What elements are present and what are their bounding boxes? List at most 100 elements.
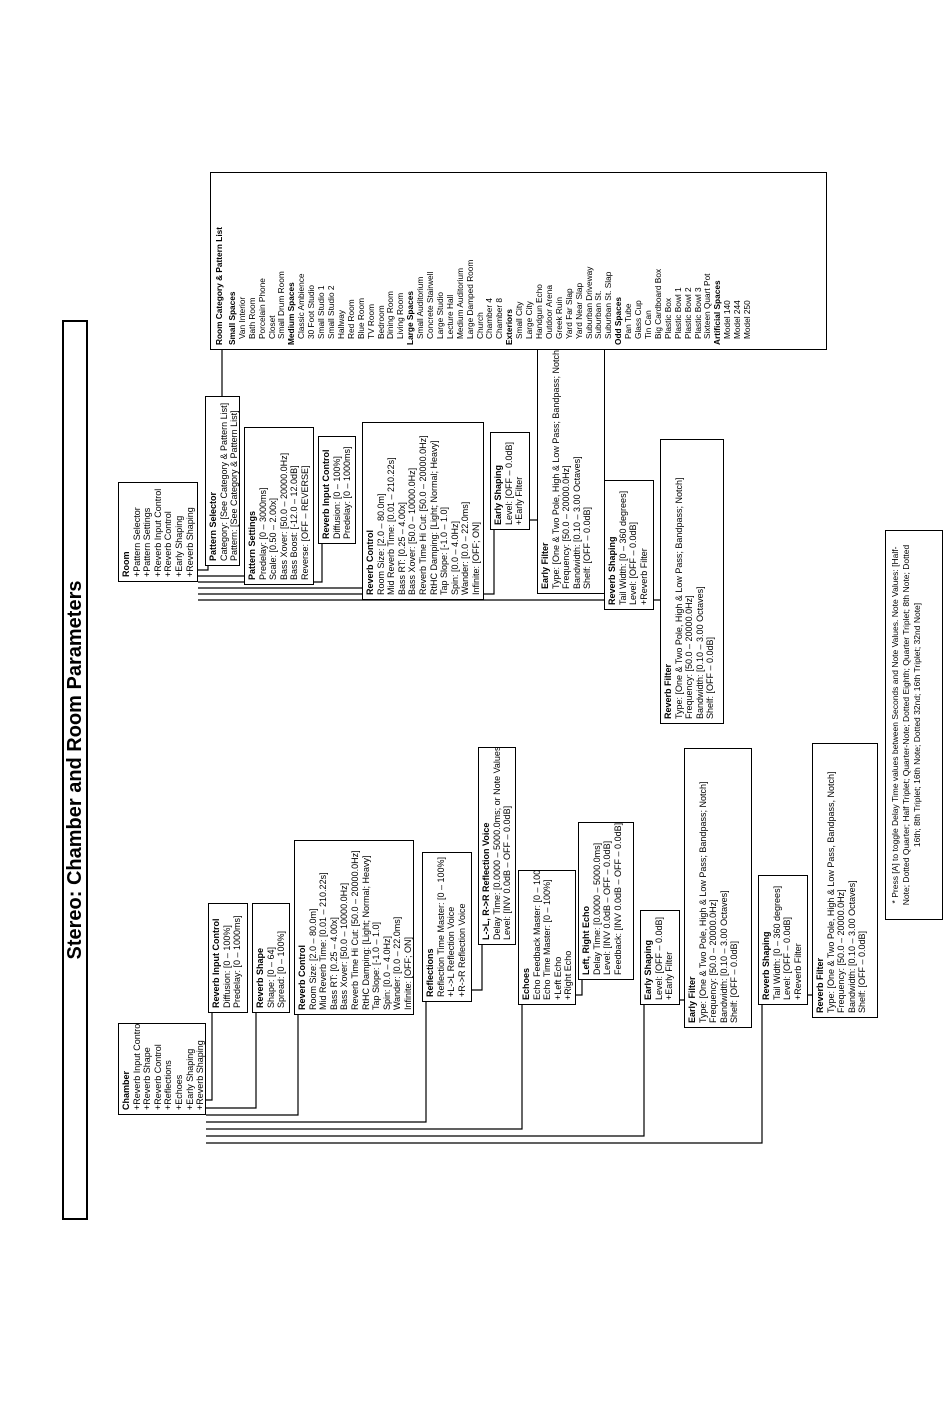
parameter-line: RtHC Damping: [Light; Normal; Heavy] bbox=[360, 855, 371, 1010]
connector-line bbox=[198, 544, 323, 583]
parameter-line: Shelf: [OFF – 0.0dB] bbox=[857, 930, 868, 1013]
parameter-line: Category: [See Category & Pattern List] bbox=[218, 402, 229, 561]
parameter-line: +Reflections bbox=[163, 1060, 174, 1110]
parameter-line: +Reverb Input Control bbox=[131, 1023, 142, 1110]
parameter-line: +Reverb Shape bbox=[142, 1047, 153, 1110]
parameter-line: Bass Xover: [50.0 – 20000.0Hz] bbox=[278, 452, 289, 580]
box-heading: Reverb Input Control bbox=[321, 449, 331, 540]
parameter-line: Bandwidth: [0.10 – 3.00 Octaves] bbox=[718, 890, 729, 1023]
parameter-line: Bass Boost: [-12.0 – 12.0dB] bbox=[289, 465, 300, 580]
parameter-line: Level: [OFF – 0.0dB] bbox=[503, 441, 514, 525]
page-title: Stereo: Chamber and Room Parameters bbox=[62, 320, 88, 1220]
box-heading: Echoes bbox=[521, 967, 531, 1000]
parameter-line: Bandwidth: [0.10 – 3.00 Octaves] bbox=[571, 456, 582, 589]
parameter-line: Level: [OFF – 0.0dB] bbox=[653, 916, 664, 1000]
box-heading: Reverb Control bbox=[365, 529, 375, 595]
pattern-item: Plastic Bowl 2 bbox=[682, 287, 693, 339]
parameter-line: Level: [INV 0.0dB – OFF – 0.0dB] bbox=[502, 805, 513, 940]
parameter-line: Tail Width: [0 – 360 degrees] bbox=[617, 490, 628, 605]
box-heading: Reverb Filter bbox=[815, 957, 825, 1013]
parameter-line: +Reverb Shaping bbox=[184, 507, 195, 577]
box-heading: Reverb Filter bbox=[663, 663, 673, 719]
box-heading: Room bbox=[121, 551, 131, 578]
parameter-line: +Pattern Settings bbox=[142, 507, 153, 577]
parameter-line: Infinite: [OFF; ON] bbox=[470, 521, 481, 595]
connector-line bbox=[206, 1002, 427, 1123]
parameter-line: Shelf: [OFF – 0.0dB] bbox=[729, 940, 740, 1023]
parameter-line: Bandwidth: [0.10 – 3.00 Octaves] bbox=[694, 586, 705, 719]
box-heading: Early Shaping bbox=[493, 464, 503, 525]
parameter-line: Mid Reverb Time: [0.01 – 210.22s] bbox=[386, 457, 397, 595]
parameter-line: Level: [OFF – 0.0dB] bbox=[782, 916, 793, 1000]
parameter-line: Wander: [0.0 – 22.0ms] bbox=[392, 916, 403, 1010]
parameter-line: +Reverb Shaping bbox=[195, 1040, 206, 1110]
connector-line bbox=[206, 1005, 645, 1137]
chamber-box: Chamber+Reverb Input Control+Reverb Shap… bbox=[118, 1023, 206, 1115]
parameter-line: Type: [One & Two Pole, High & Low Pass; … bbox=[550, 347, 561, 589]
parameter-line: Type: [One & Two Pole, High & Low Pass; … bbox=[697, 781, 708, 1023]
parameter-line: +Pattern Selector bbox=[131, 507, 142, 577]
parameter-line: Bass RT: [0.25 – 4.00x] bbox=[328, 917, 339, 1010]
connector-line bbox=[576, 980, 583, 996]
parameter-line: Reverse: [OFF – REVERSE] bbox=[299, 465, 310, 580]
parameter-line: Delay Time: [0.0000 – 5000.0ms; or Note … bbox=[491, 747, 502, 940]
connector-line bbox=[206, 1013, 213, 1101]
parameter-line: Diffusion: [0 – 100%] bbox=[221, 925, 232, 1008]
parameter-line: Wander: [0.0 – 22.0ms] bbox=[460, 501, 471, 595]
parameter-line: Shape: [0 – 64] bbox=[265, 946, 276, 1008]
parameter-line: Type: [One & Two Pole, High & Low Pass; … bbox=[673, 477, 684, 719]
parameter-line: Reverb Time Hi Cut: [50.0 – 20000.0Hz] bbox=[417, 435, 428, 595]
parameter-line: Reflection Time Master: [0 – 100%] bbox=[435, 856, 446, 997]
parameter-line: Tap Slope: [-1.0 – 1.0] bbox=[371, 921, 382, 1010]
box-heading: Left, Right Echo bbox=[581, 906, 591, 975]
pattern-list-title: Room Category & Pattern List bbox=[214, 226, 224, 345]
connector-line bbox=[206, 1013, 257, 1109]
parameter-line: Delay Time: [0.0000 – 5000.0ms] bbox=[591, 842, 602, 975]
footnote-box: * Press [A] to toggle Delay Time values … bbox=[885, 530, 943, 920]
parameter-line: Bass Xover: [50.0 – 10000.0Hz] bbox=[339, 882, 350, 1010]
parameter-line: Echo Feedback Master: [0 – 100%] bbox=[531, 870, 542, 1000]
connector-line bbox=[472, 945, 483, 991]
parameter-line: +Reverb Filter bbox=[638, 548, 649, 605]
connector-line bbox=[198, 575, 251, 585]
parameter-line: Predelay: [0 – 3000ms] bbox=[257, 487, 268, 580]
parameter-line: +Reverb Control bbox=[152, 1044, 163, 1110]
box-heading: Early Filter bbox=[540, 542, 550, 589]
parameter-line: +Left Echo bbox=[552, 956, 563, 1000]
parameter-line: Spin: [0.0 – 4.0Hz] bbox=[449, 520, 460, 595]
parameter-line: Predelay: [0 – 1000ms] bbox=[342, 446, 353, 539]
parameter-line: Frequency: [50.0 – 20000.0Hz] bbox=[708, 899, 719, 1023]
parameter-line: Frequency: [50.0 – 20000.0Hz] bbox=[561, 465, 572, 589]
box-heading: Reverb Shaping bbox=[761, 931, 771, 1000]
parameter-line: Diffusion: [0 – 100%] bbox=[331, 456, 342, 539]
parameter-line: Infinite: [OFF; ON] bbox=[402, 936, 413, 1010]
parameter-line: Type: [One & Two Pole, High & Low Pass, … bbox=[825, 771, 836, 1013]
parameter-line: Shelf: [OFF – 0.0dB] bbox=[705, 636, 716, 719]
connector-line bbox=[206, 1005, 763, 1144]
parameter-line: Bandwidth: [0.10 – 3.00 Octaves] bbox=[846, 880, 857, 1013]
parameter-line: Reverb Time Hi Cut: [50.0 – 20000.0Hz] bbox=[349, 850, 360, 1010]
box-heading: Early Shaping bbox=[643, 939, 653, 1000]
parameter-line: Predelay: [0 – 1000ms] bbox=[232, 915, 243, 1008]
parameter-line: Bass Xover: [50.0 – 10000.0Hz] bbox=[407, 467, 418, 595]
parameter-line: Room Size: [2.0 – 80.0m] bbox=[375, 493, 386, 595]
connector-line bbox=[206, 1005, 523, 1130]
parameter-line: Mid Reverb Time: [0.01 – 210.22s] bbox=[318, 872, 329, 1010]
box-heading: Reflections bbox=[425, 948, 435, 997]
parameter-line: +Reverb Control bbox=[163, 511, 174, 577]
